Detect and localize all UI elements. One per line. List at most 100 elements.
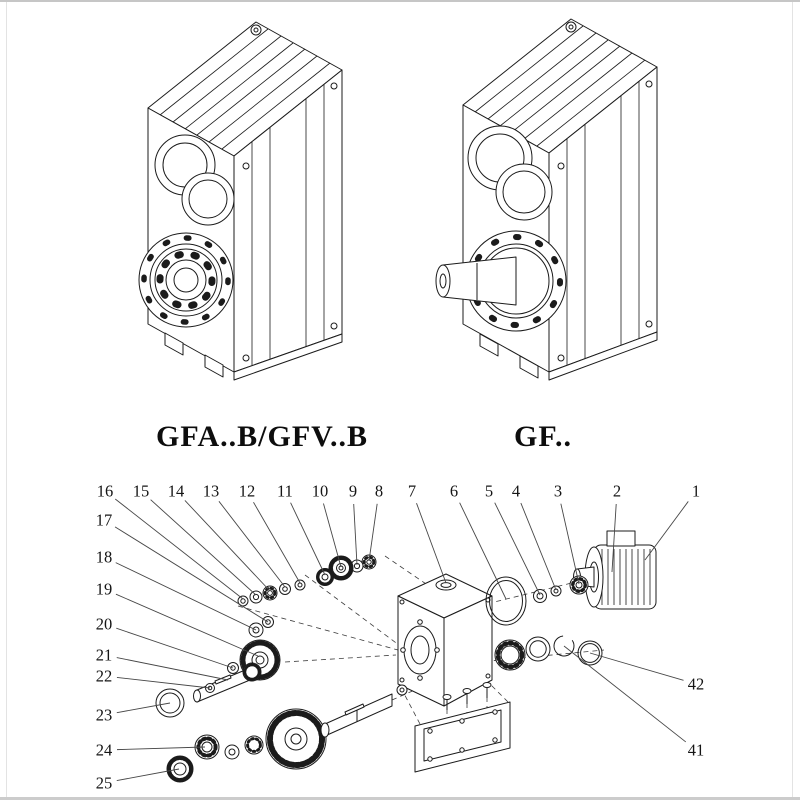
leader-line-16	[114, 498, 244, 600]
washer	[224, 744, 240, 760]
bolts	[442, 682, 492, 710]
leader-line-6	[459, 502, 507, 600]
part-number-4: 4	[512, 482, 520, 501]
leader-line-10	[323, 503, 342, 568]
page-edge-top	[0, 0, 800, 2]
cover-screws	[242, 82, 338, 362]
key	[344, 703, 365, 716]
page-edge-right	[792, 2, 793, 797]
input-side-parts	[485, 575, 589, 626]
cooling-fins	[474, 25, 646, 147]
part-number-25: 25	[96, 774, 113, 793]
part-number-13: 13	[203, 482, 220, 501]
output-stage-parts	[166, 684, 408, 783]
leader-line-13	[218, 501, 286, 588]
foot	[164, 332, 184, 356]
lifting-eye	[565, 21, 577, 33]
output-shaft	[320, 693, 393, 738]
part-number-23: 23	[96, 706, 113, 725]
leader-line-17	[114, 526, 269, 623]
washer	[294, 579, 306, 591]
foot	[479, 333, 499, 357]
part-number-3: 3	[554, 482, 562, 501]
second-stage-parts	[155, 616, 281, 718]
input-bores	[467, 125, 553, 221]
part-number-6: 6	[450, 482, 458, 501]
key	[214, 674, 232, 685]
output-shaft	[435, 256, 517, 306]
part-number-41: 41	[688, 741, 705, 760]
gasket	[485, 576, 527, 626]
input-bores	[154, 134, 235, 226]
cooling-fins	[159, 28, 331, 150]
leader-line-3	[560, 503, 580, 585]
leader-line-4	[520, 502, 557, 591]
gearbox-drawing-gf	[435, 18, 658, 381]
part-number-2: 2	[613, 482, 621, 501]
part-number-19: 19	[96, 580, 113, 599]
leader-line-42	[589, 652, 684, 681]
leader-line-18	[115, 562, 257, 631]
cover-plate	[414, 682, 511, 773]
part-number-21: 21	[96, 646, 113, 665]
ring	[279, 583, 291, 595]
leader-line-23	[116, 702, 171, 714]
part-number-10: 10	[312, 482, 329, 501]
leader-line-15	[150, 499, 257, 596]
leader-line-19	[115, 593, 259, 657]
part-number-12: 12	[239, 482, 256, 501]
leader-line-21	[116, 657, 229, 681]
washer	[550, 585, 562, 597]
output-flange	[138, 232, 234, 328]
part-number-8: 8	[375, 482, 383, 501]
model-label-gfab: GFA..B/GFV..B	[156, 420, 368, 453]
inspection-boss	[435, 579, 457, 591]
part-number-20: 20	[96, 615, 113, 634]
leader-line-2	[611, 503, 617, 573]
exploded-diagram	[155, 530, 657, 783]
foot	[204, 354, 224, 378]
part-number-5: 5	[485, 482, 493, 501]
leader-line-1	[644, 501, 689, 561]
pinion-shaft	[193, 662, 262, 703]
part-number-24: 24	[96, 741, 113, 760]
gearbox-drawing-gfab	[138, 21, 343, 381]
leader-line-24	[116, 746, 206, 751]
parts-callouts: 1234567891011121314151617181920212223242…	[96, 482, 705, 793]
leader-line-22	[116, 677, 211, 689]
intermediate-shaft-parts	[237, 554, 377, 607]
output-side-rings	[494, 635, 603, 671]
part-number-11: 11	[277, 482, 293, 501]
leader-line-9	[353, 503, 358, 566]
leader-line-25	[116, 768, 180, 782]
terminal-box	[606, 530, 636, 547]
ring	[396, 684, 408, 696]
leader-line-14	[184, 500, 271, 592]
gear-housing	[397, 573, 493, 707]
washer	[249, 590, 263, 604]
part-number-16: 16	[97, 482, 114, 501]
part-number-1: 1	[692, 482, 700, 501]
leader-line-8	[368, 503, 378, 562]
page-edge-left	[6, 2, 7, 797]
part-number-22: 22	[96, 667, 113, 686]
leader-line-20	[116, 627, 234, 669]
part-number-15: 15	[133, 482, 150, 501]
lifting-eye	[250, 24, 262, 36]
base-rail	[548, 331, 658, 381]
model-label-gf: GF..	[514, 420, 572, 453]
cover-screws	[557, 80, 653, 362]
leader-line-7	[416, 503, 447, 584]
leader-line-41	[563, 645, 687, 743]
snap-ring	[553, 635, 575, 657]
part-number-17: 17	[96, 511, 113, 530]
foot	[519, 355, 539, 379]
part-number-18: 18	[96, 548, 113, 567]
page-edge-bottom	[0, 797, 800, 800]
input-motor	[573, 530, 657, 610]
leader-line-11	[290, 502, 326, 576]
part-number-42: 42	[688, 675, 705, 694]
part-number-9: 9	[349, 482, 357, 501]
